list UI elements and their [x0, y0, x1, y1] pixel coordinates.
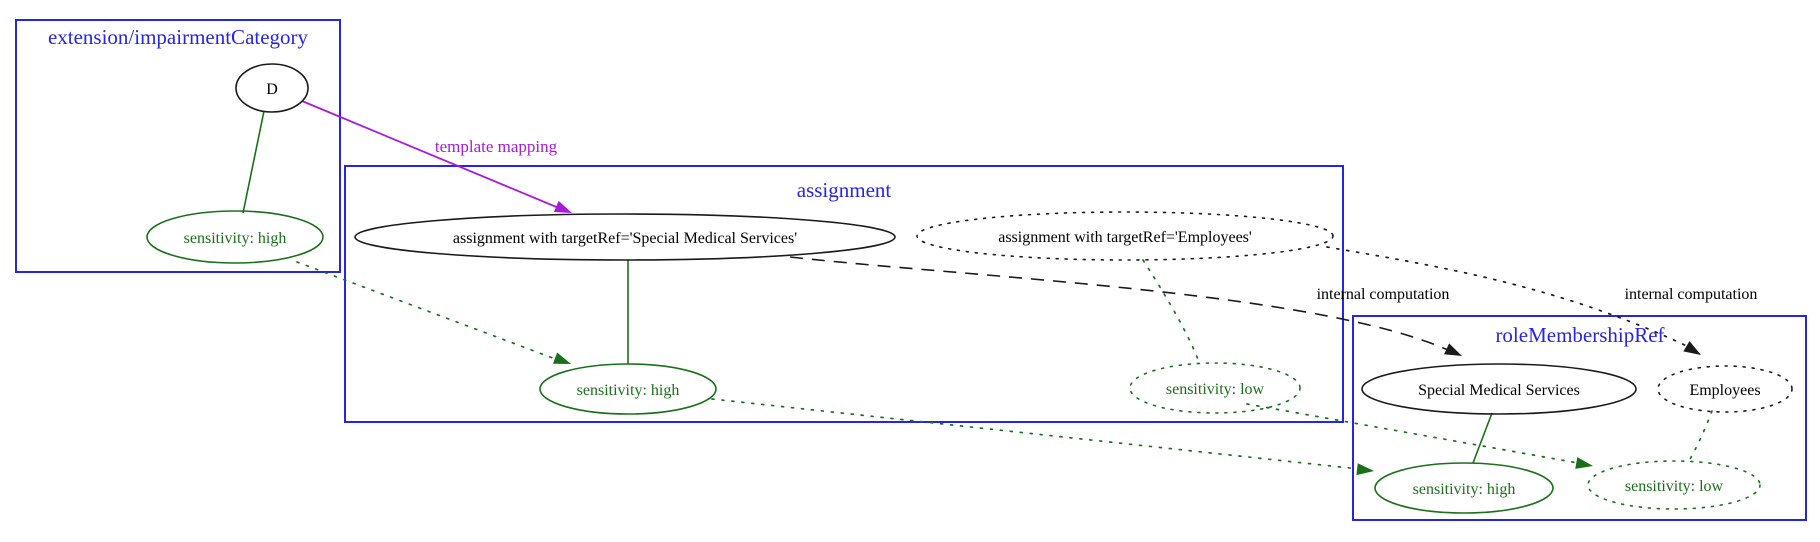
arrowhead-internal-computation-dashed	[1444, 343, 1462, 356]
node-r3-sensitivity-high-ellipse	[1374, 462, 1554, 514]
edge-sensitivity-c1-to-c2	[296, 261, 559, 361]
cluster-assignment-title: assignment	[797, 178, 892, 202]
node-assignment-employees-ellipse	[916, 211, 1334, 261]
arrowhead-template-mapping	[553, 200, 572, 213]
arrowhead-sensitivity-c1-to-c2	[552, 352, 571, 364]
edge-label-internal-computation-2: internal computation	[1625, 286, 1758, 303]
edge-label-internal-computation-1: internal computation	[1317, 286, 1450, 303]
arrowhead-internal-computation-dotted	[1683, 341, 1701, 355]
node-assignment-special-medical-label: assignment with targetRef='Special Medic…	[453, 230, 797, 247]
node-c1-sensitivity-high-ellipse	[146, 210, 324, 264]
node-d-label: D	[266, 81, 278, 98]
node-r4-sensitivity-low-ellipse	[1587, 460, 1761, 510]
node-special-medical-services-label: Special Medical Services	[1418, 382, 1580, 399]
edge-label-template-mapping: template mapping	[435, 137, 558, 156]
arrowhead-sensitivity-c2-to-r3	[1356, 463, 1374, 476]
arrowhead-sensitivity-c2-to-r4	[1575, 457, 1593, 469]
edge-template-mapping	[301, 100, 567, 212]
edge-internal-computation-dotted	[1326, 246, 1692, 349]
cluster-assignment-box	[344, 165, 1344, 423]
edge-internal-computation-dashed	[789, 256, 1451, 352]
cluster-extension-impairmentcategory-box	[15, 19, 341, 273]
node-assignment-employees-label: assignment with targetRef='Employees'	[998, 229, 1252, 246]
node-employees-ellipse	[1657, 365, 1793, 413]
node-special-medical-services-ellipse	[1361, 363, 1637, 415]
edge-sensitivity-c2-to-r3	[711, 398, 1360, 470]
edge-r2-to-sensitivity-low	[1688, 410, 1713, 462]
node-r4-sensitivity-low-label: sensitivity: low	[1625, 478, 1724, 495]
edge-a2-to-sensitivity-low	[1142, 259, 1200, 363]
cluster-rolemembershipref-title: roleMembershipRef	[1495, 323, 1664, 347]
edge-sensitivity-c2-to-r4	[1246, 403, 1579, 464]
edge-d-to-sensitivity-high	[242, 110, 265, 214]
cluster-extension-impairmentcategory-title: extension/impairmentCategory	[48, 25, 309, 49]
node-c2-sensitivity-high-label: sensitivity: high	[577, 382, 680, 399]
cluster-rolemembershipref-box	[1352, 315, 1807, 521]
edge-r1-to-sensitivity-high	[1472, 412, 1493, 464]
node-employees-label: Employees	[1689, 382, 1760, 399]
node-c2-sensitivity-low-label: sensitivity: low	[1166, 381, 1265, 398]
node-c2-sensitivity-high-ellipse	[539, 363, 717, 415]
node-c2-sensitivity-low-ellipse	[1129, 362, 1301, 414]
node-r3-sensitivity-high-label: sensitivity: high	[1413, 481, 1516, 498]
node-c1-sensitivity-high-label: sensitivity: high	[184, 230, 287, 247]
node-d-ellipse	[235, 63, 309, 113]
node-assignment-special-medical-ellipse	[354, 213, 896, 261]
